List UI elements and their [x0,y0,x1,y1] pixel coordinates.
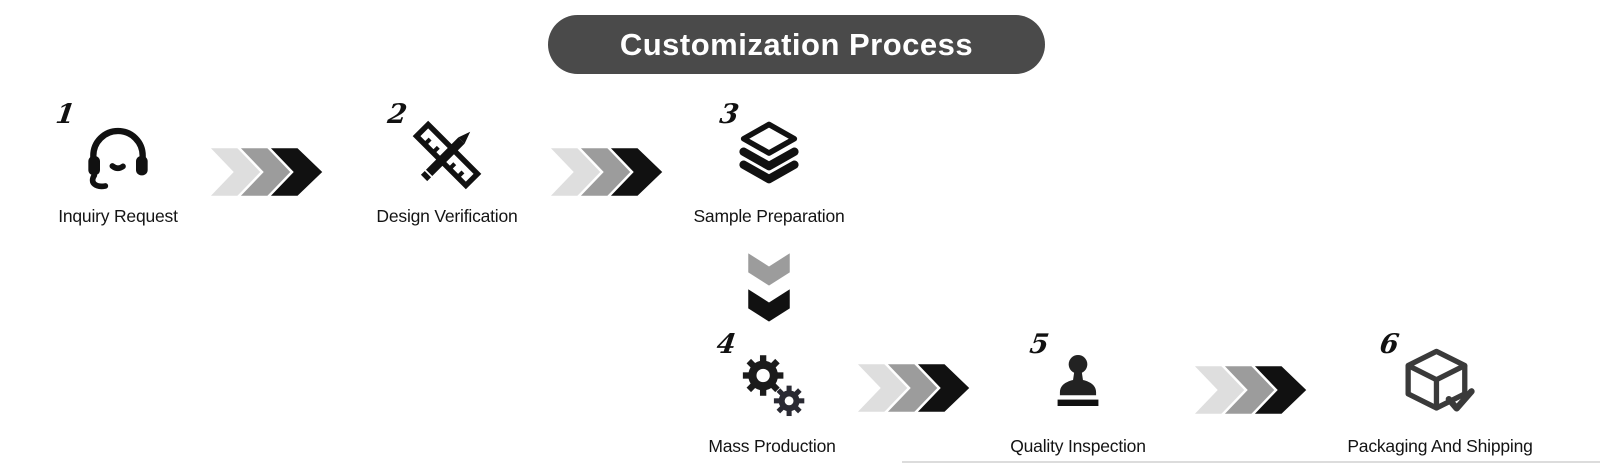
step-number: 3 [717,99,741,130]
step-mass-production: 4 [672,328,872,457]
arrow-right-2-icon [545,145,678,202]
step-number: 6 [1377,329,1401,360]
arrow-down-icon [745,248,793,332]
title-pill: Customization Process [548,15,1045,74]
stamp-icon [1043,344,1113,426]
page-title: Customization Process [619,26,974,62]
step-label: Packaging And Shipping [1347,436,1533,456]
layers-icon [730,114,808,196]
step-label: Design Verification [376,206,518,226]
arrow-right-1-icon [205,145,338,202]
arrow-right-4-icon [1189,363,1322,420]
step-design-verification: 2 Design Verification [367,98,527,227]
gears-icon [734,344,810,426]
step-number: 2 [385,99,409,130]
step-sample-preparation: 3 Sample Preparation [689,98,849,227]
step-number: 5 [1027,329,1051,360]
step-quality-inspection: 5 Quality Inspection [988,328,1168,457]
step-number: 1 [53,99,77,130]
step-label: Mass Production [708,436,836,456]
step-label: Inquiry Request [58,206,178,226]
step-label: Quality Inspection [1010,436,1146,456]
step-label: Sample Preparation [693,206,845,226]
step-number: 4 [714,329,738,360]
headset-icon [78,114,158,196]
ruler-pencil-icon [406,114,488,196]
step-packaging-shipping: 6 Packaging And Shipping [1340,328,1540,457]
arrow-right-3-icon [852,361,985,418]
bottom-divider [902,461,1600,463]
step-inquiry-request: 1 Inquiry Request [40,98,196,227]
shipping-box-icon [1394,344,1486,426]
